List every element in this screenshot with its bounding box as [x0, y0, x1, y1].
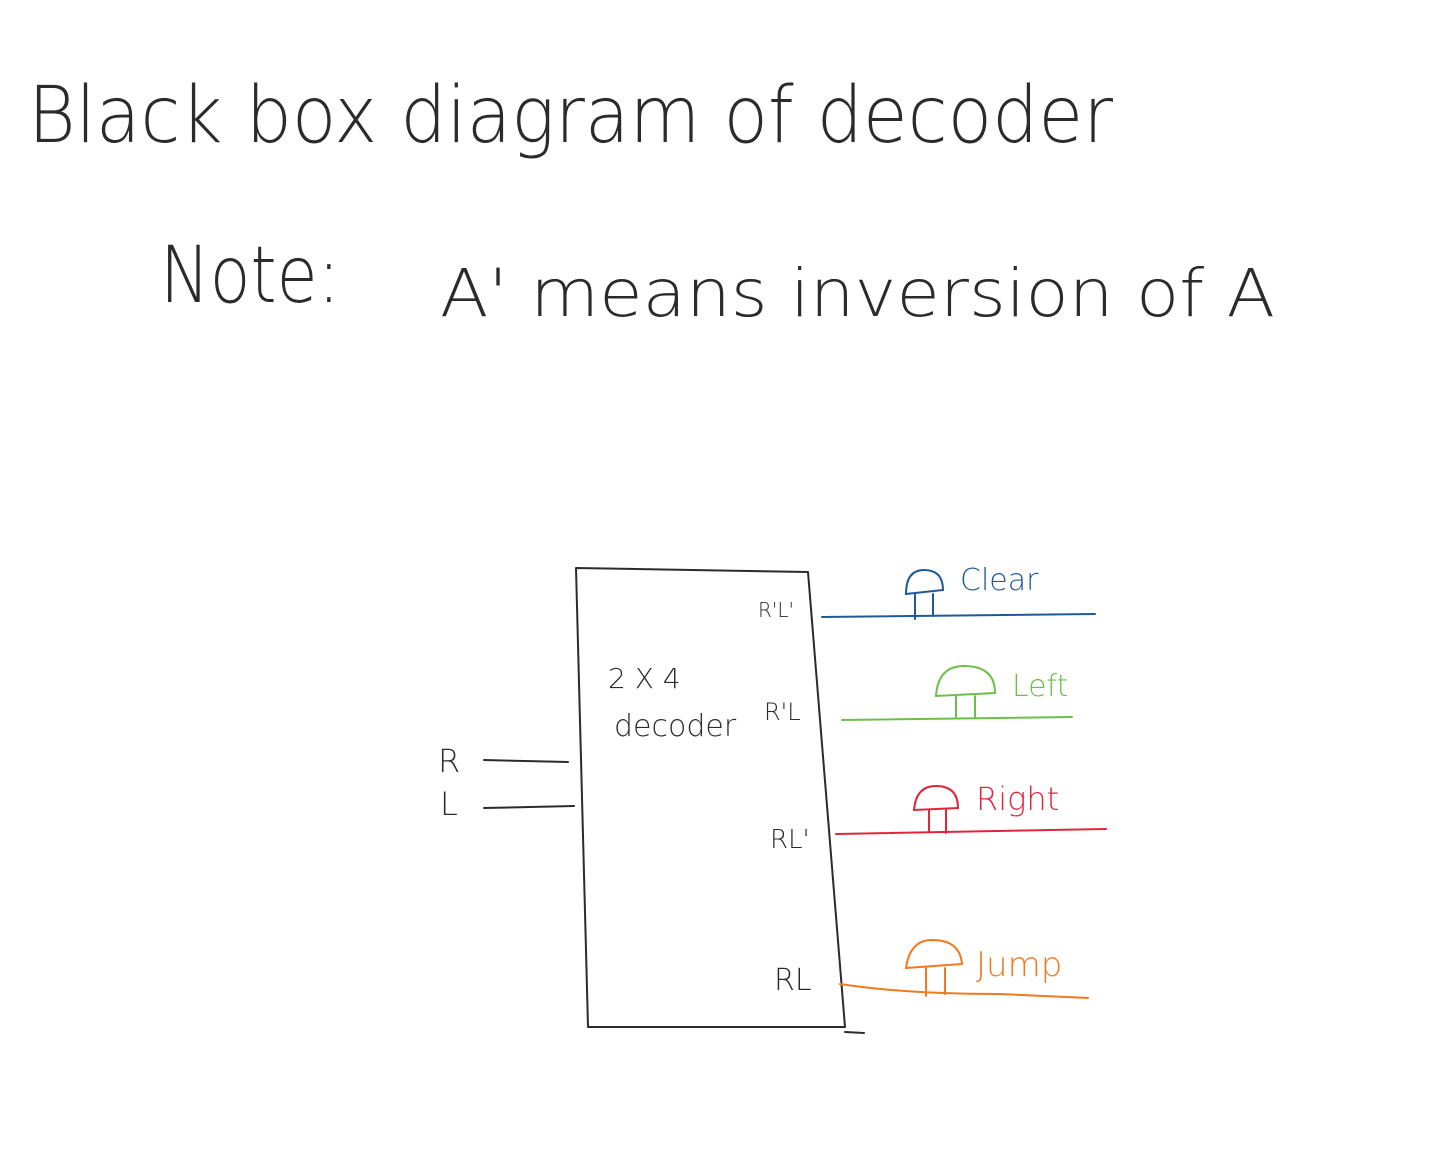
note-text: A' means inversion of A	[440, 255, 1275, 332]
output-term-clear: R'L'	[758, 598, 794, 622]
decoder-label-name: decoder	[614, 709, 737, 744]
output-jump: Jump	[839, 938, 1089, 999]
output-left: Left	[841, 664, 1073, 721]
output-line-right	[835, 828, 1107, 835]
output-term-jump: RL	[774, 963, 812, 998]
button-icon-clear	[904, 568, 945, 620]
action-label-left: Left	[1012, 669, 1068, 704]
input-line-l	[483, 805, 575, 809]
output-line-clear	[821, 613, 1096, 618]
button-icon-left	[934, 664, 997, 719]
output-term-right: RL'	[770, 825, 810, 855]
diagram-title: Black box diagram of decoder	[28, 71, 1113, 161]
output-line-left	[841, 716, 1073, 721]
note-label: Note:	[160, 231, 340, 321]
decoder-box-bottom-extension	[844, 1031, 865, 1034]
button-icon-jump	[904, 938, 964, 997]
output-term-left: R'L	[764, 698, 801, 726]
button-icon-right	[912, 784, 960, 834]
action-label-jump: Jump	[976, 945, 1062, 985]
decoder-box	[575, 567, 846, 1028]
input-label-r: R	[438, 742, 460, 780]
action-label-right: Right	[976, 780, 1059, 818]
output-right: Right	[835, 780, 1107, 835]
decoder-label-size: 2 X 4	[608, 662, 681, 695]
input-line-r	[483, 759, 569, 763]
output-clear: Clear	[821, 563, 1096, 620]
action-label-clear: Clear	[960, 563, 1039, 598]
output-line-jump	[839, 983, 1089, 999]
input-label-l: L	[440, 785, 458, 823]
